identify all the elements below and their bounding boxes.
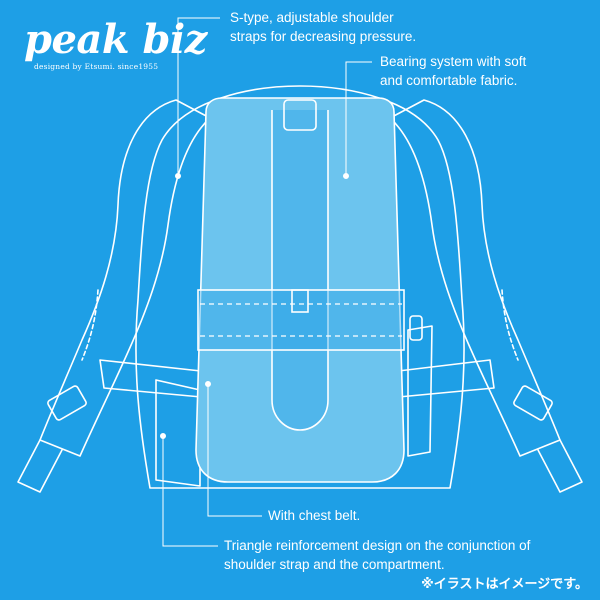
right-adjuster-buckle	[513, 385, 553, 421]
right-strap-webbing	[537, 439, 583, 493]
band-loop	[291, 289, 309, 313]
callout-triangle-reinforcement: Triangle reinforcement design on the con…	[224, 536, 530, 574]
left-strap-webbing	[17, 439, 63, 493]
callout-bearing-line-1: Bearing system with soft	[380, 54, 527, 69]
right-shoulder-strap	[389, 99, 561, 457]
logo-subtitle: designed by Etsumi. since1955	[34, 62, 159, 71]
airflow-channel	[271, 110, 329, 431]
callout-leader-triangle	[162, 436, 218, 547]
right-side-panel	[407, 325, 433, 457]
callout-bearing-line-2: and comfortable fabric.	[380, 73, 518, 88]
left-side-panel	[155, 379, 201, 487]
callout-chest-belt: With chest belt.	[268, 508, 361, 523]
image-note: ※イラストはイメージです。	[421, 577, 588, 592]
left-adjuster-buckle	[47, 385, 87, 421]
callout-shoulder-line-2: straps for decreasing pressure.	[230, 29, 417, 44]
logo-title: peak biz	[24, 16, 207, 63]
side-zipper-pull	[409, 315, 423, 341]
callout-leader-chest	[207, 384, 262, 517]
backpack-outline	[135, 85, 465, 489]
callout-leader-bearing	[345, 61, 372, 176]
callout-bearing-system: Bearing system with soft and comfortable…	[380, 52, 526, 90]
callout-triangle-line-2: shoulder strap and the compartment.	[224, 557, 445, 572]
callout-shoulder-straps: S-type, adjustable shoulder straps for d…	[230, 8, 416, 46]
callout-leader-shoulder	[177, 17, 220, 176]
left-shoulder-strap	[39, 99, 211, 457]
callout-shoulder-line-1: S-type, adjustable shoulder	[230, 10, 394, 25]
top-handle	[283, 99, 317, 131]
callout-triangle-line-1: Triangle reinforcement design on the con…	[224, 538, 531, 553]
horizontal-band	[197, 289, 405, 351]
